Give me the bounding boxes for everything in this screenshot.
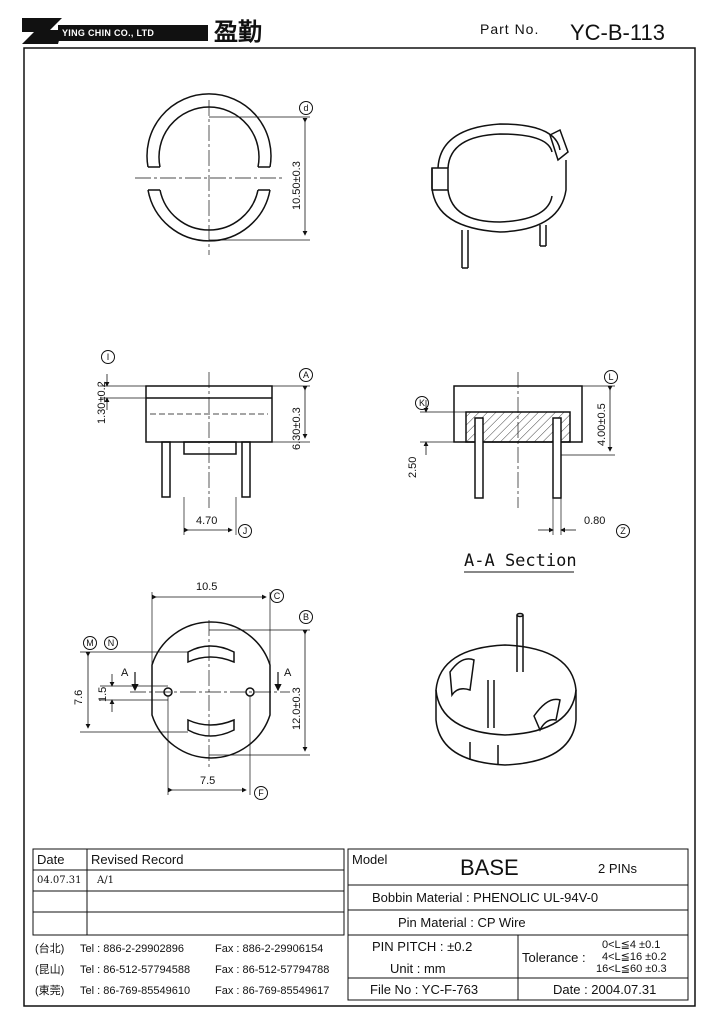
tolerance-label: Tolerance : bbox=[522, 950, 586, 965]
callout-m: M bbox=[83, 636, 97, 650]
dim-top-thickness: 1.30±0.2 bbox=[96, 381, 108, 424]
revision-date-header: Date bbox=[37, 852, 65, 867]
contact-tel: Tel : 86-512-57794588 bbox=[80, 964, 191, 976]
callout-i: I bbox=[101, 350, 115, 364]
dim-pin-standoff: 2.50 bbox=[407, 456, 419, 478]
dim-body-height: 6.30±0.3 bbox=[291, 407, 303, 450]
front-view bbox=[100, 372, 310, 535]
callout-c: C bbox=[270, 589, 284, 603]
part-number: YC-B-113 bbox=[570, 20, 665, 45]
dim-pin-spacing: 4.70 bbox=[196, 515, 218, 527]
callout-l: L bbox=[604, 370, 618, 384]
dim-bottom-pin-spacing: 7.5 bbox=[200, 775, 216, 787]
callout-b: B bbox=[299, 610, 313, 624]
contact-tel: Tel : 886-2-29902896 bbox=[80, 943, 184, 955]
contact-fax: Fax : 886-2-29906154 bbox=[215, 943, 324, 955]
contact-tel: Tel : 86-769-85549610 bbox=[80, 985, 191, 997]
callout-j: J bbox=[238, 524, 252, 538]
revision-record-header: Revised Record bbox=[91, 852, 184, 867]
company-name-cjk: 盈勤 bbox=[214, 17, 262, 46]
tolerance-range-1: 0<L≦4 ±0.1 bbox=[602, 939, 661, 951]
dim-pin-diameter: 0.80 bbox=[584, 515, 606, 527]
unit: Unit : mm bbox=[390, 961, 446, 976]
dim-section-height: 4.00±0.5 bbox=[596, 403, 608, 446]
section-marker-left: A bbox=[121, 667, 129, 679]
part-number-label: Part No. bbox=[480, 21, 540, 37]
model-label: Model bbox=[352, 852, 388, 867]
company-name: YING CHIN CO., LTD bbox=[62, 28, 155, 38]
pin-count: 2 PINs bbox=[598, 861, 638, 876]
contact-city: (昆山) bbox=[35, 964, 65, 976]
contact-city: (東莞) bbox=[35, 985, 65, 997]
dim-bottom-width: 10.5 bbox=[196, 581, 218, 593]
callout-f: F bbox=[254, 786, 268, 800]
callout-d: d bbox=[299, 101, 313, 115]
model-name: BASE bbox=[460, 855, 519, 880]
tolerance-range-3: 16<L≦60 ±0.3 bbox=[596, 963, 667, 975]
dim-diameter: 10.50±0.3 bbox=[291, 161, 303, 210]
section-view bbox=[420, 372, 615, 573]
section-title: A-A Section bbox=[464, 551, 577, 571]
isometric-view-bottom bbox=[435, 612, 577, 766]
bobbin-material: Bobbin Material : PHENOLIC UL-94V-0 bbox=[372, 890, 599, 905]
dim-bottom-height: 12.0±0.3 bbox=[291, 687, 303, 730]
revision-row-record: A/1 bbox=[97, 875, 114, 886]
revision-row-date: 04.07.31 bbox=[37, 875, 82, 886]
bottom-view bbox=[80, 592, 310, 795]
pin-pitch: PIN PITCH : ±0.2 bbox=[372, 939, 473, 954]
dim-pin-offset: 1.5 bbox=[97, 686, 109, 702]
dim-slot-span: 7.6 bbox=[73, 689, 85, 705]
callout-a: A bbox=[299, 368, 313, 382]
drawing-date: Date : 2004.07.31 bbox=[553, 982, 657, 997]
company-logo bbox=[22, 18, 208, 44]
section-marker-right: A bbox=[284, 667, 292, 679]
file-number: File No : YC-F-763 bbox=[370, 982, 479, 997]
top-view bbox=[135, 93, 310, 255]
callout-k: K bbox=[415, 396, 429, 410]
drawing-border bbox=[23, 47, 696, 1007]
contact-city: (台北) bbox=[35, 943, 65, 955]
title-block-lines bbox=[32, 848, 689, 1001]
tolerance-range-2: 4<L≦16 ±0.2 bbox=[602, 951, 667, 963]
contact-fax: Fax : 86-769-85549617 bbox=[215, 985, 330, 997]
callout-n: N bbox=[104, 636, 118, 650]
isometric-view-top bbox=[431, 123, 569, 269]
contact-fax: Fax : 86-512-57794788 bbox=[215, 964, 330, 976]
pin-material: Pin Material : CP Wire bbox=[398, 915, 526, 930]
callout-z: Z bbox=[616, 524, 630, 538]
